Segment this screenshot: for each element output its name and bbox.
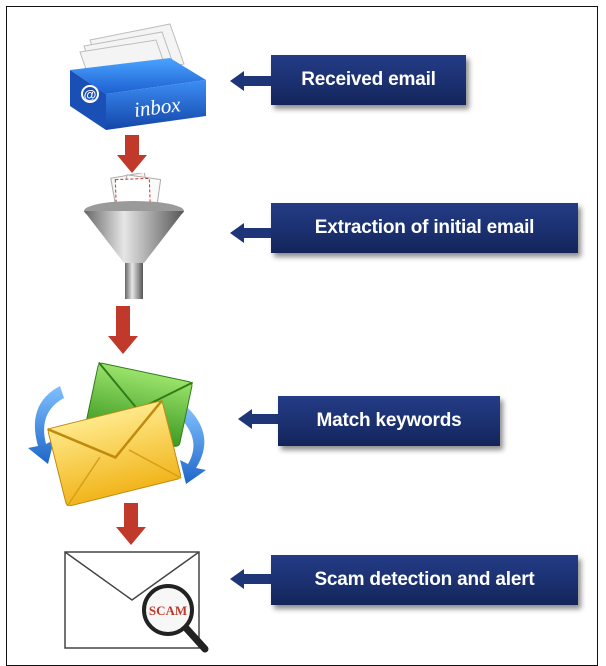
flow-arrow-1	[117, 135, 147, 173]
pointer-arrow-1	[230, 70, 274, 92]
scam-text: SCAM	[149, 603, 187, 618]
flow-arrow-3	[116, 503, 146, 545]
step-label-received-email: Received email	[271, 55, 466, 105]
envelopes-sync-icon	[20, 356, 220, 508]
pointer-arrow-4	[230, 568, 274, 590]
flow-arrow-2	[108, 306, 138, 354]
inbox-tray-label: inbox	[133, 92, 183, 122]
pointer-arrow-3	[238, 408, 282, 430]
inbox-at-sign: @	[84, 87, 97, 102]
pointer-arrow-2	[230, 222, 274, 244]
scam-magnifier-icon: SCAM	[62, 548, 212, 653]
step-label-match-keywords: Match keywords	[278, 396, 500, 446]
step-label-scam-detection: Scam detection and alert	[271, 555, 578, 605]
step-label-extraction: Extraction of initial email	[271, 203, 578, 253]
funnel-icon	[80, 171, 190, 303]
inbox-icon: @ inbox	[62, 18, 212, 138]
